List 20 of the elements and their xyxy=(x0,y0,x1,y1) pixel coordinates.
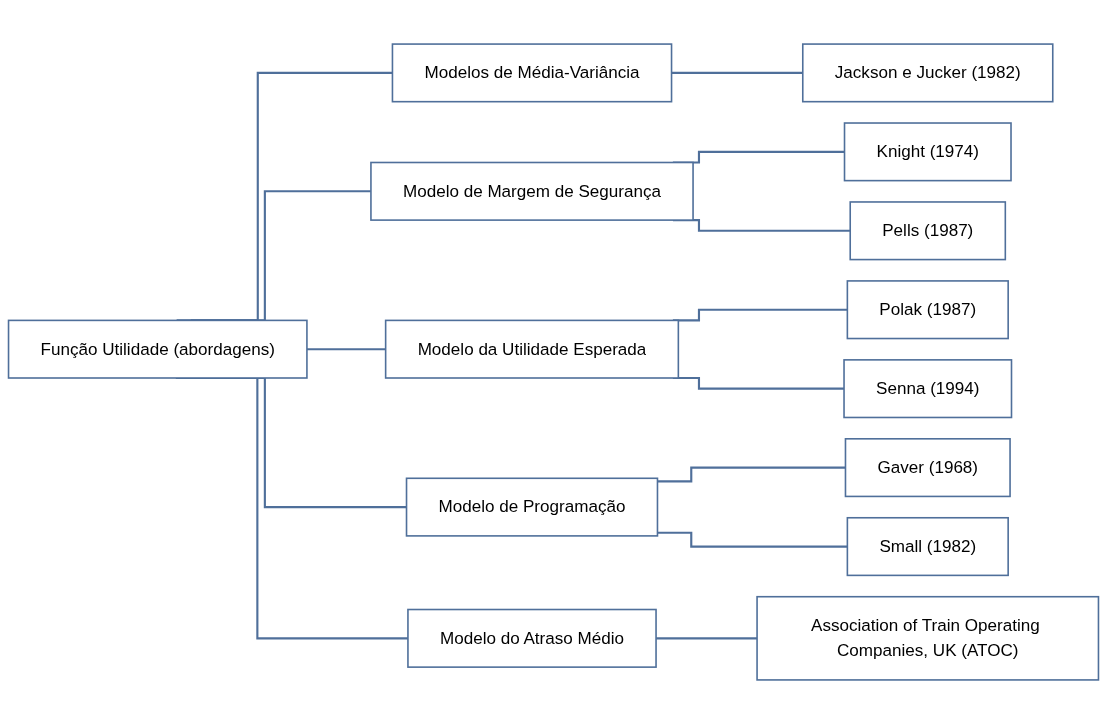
connector xyxy=(671,71,803,74)
node-box: Pells (1987) xyxy=(849,201,1007,261)
connector xyxy=(306,348,386,351)
connector xyxy=(657,531,848,548)
connector xyxy=(657,466,846,483)
node-box: Modelos de Média-Variância xyxy=(391,43,673,103)
node-box: Modelo de Programação xyxy=(405,477,659,537)
node-box: Polak (1987) xyxy=(846,280,1009,340)
connector xyxy=(656,637,758,640)
node-box: Gaver (1968) xyxy=(844,438,1011,498)
node-box: Small (1982) xyxy=(846,516,1009,577)
node-box: Modelo da Utilidade Esperada xyxy=(384,319,680,379)
node-box: Função Utilidade (abordagens) xyxy=(7,319,308,379)
node-box: Modelo de Margem de Segurança xyxy=(370,161,694,221)
connector xyxy=(672,308,848,322)
node-box: Modelo do Atraso Médio xyxy=(407,608,657,668)
node-box: Jackson e Jucker (1982) xyxy=(801,43,1054,103)
node-box: Senna (1994) xyxy=(843,359,1013,419)
node-box: Knight (1974) xyxy=(843,122,1012,182)
node-box: Association of Train Operating Companies, UK (ATOC) xyxy=(756,595,1100,681)
